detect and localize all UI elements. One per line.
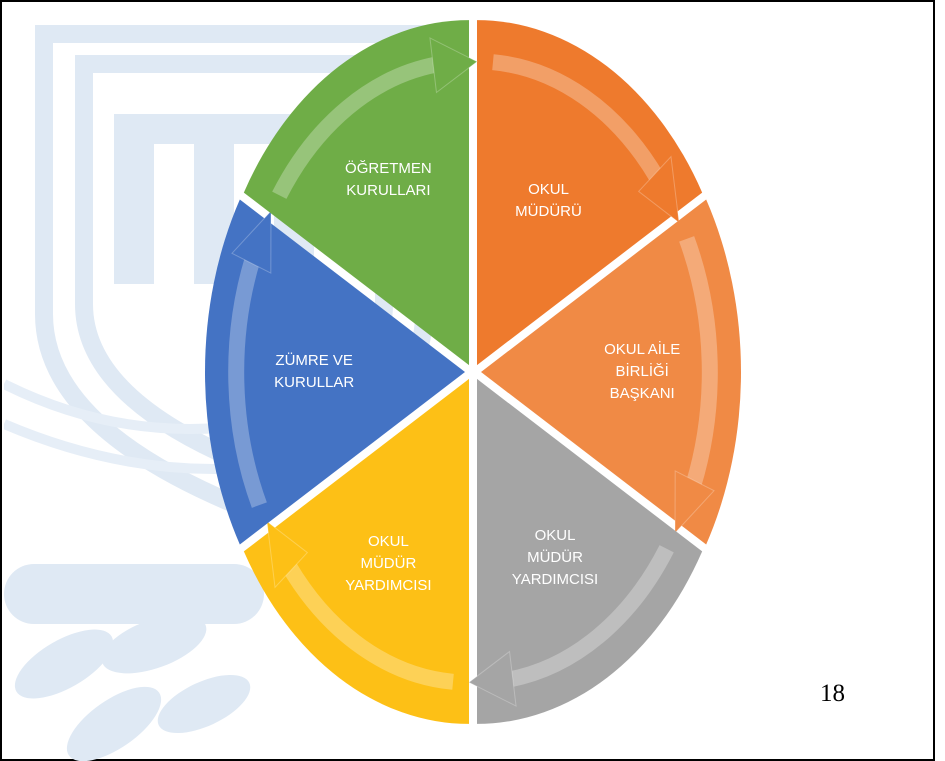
zumre-ve-kurullar-arrow-icon <box>228 255 267 508</box>
okul-mudur-yardimcisi-1-arrowhead-icon <box>468 650 517 707</box>
okul-mudur-yardimcisi-2-segment <box>243 378 469 724</box>
okul-muduru-arrowhead-icon <box>637 155 680 224</box>
zumre-ve-kurullar-segment <box>204 199 465 545</box>
page-number: 18 <box>820 680 845 707</box>
okul-mudur-yardimcisi-1-segment <box>477 378 703 724</box>
ogretmen-kurullari-segment <box>243 20 469 366</box>
okul-muduru-segment <box>477 20 703 366</box>
ogretmen-kurullari-arrowhead-icon <box>429 37 478 94</box>
okul-aile-birligi-baskani-arrow-icon <box>679 236 718 489</box>
zumre-ve-kurullar-arrowhead-icon <box>231 209 272 274</box>
okul-mudur-yardimcisi-2-arrow-icon <box>281 561 454 690</box>
okul-muduru-arrow-icon <box>492 54 665 183</box>
okul-aile-birligi-baskani-arrowhead-icon <box>674 470 715 535</box>
okul-aile-birligi-baskani-segment <box>481 199 741 545</box>
ogretmen-kurullari-arrow-icon <box>272 56 439 199</box>
okul-mudur-yardimcisi-1-arrow-icon <box>507 545 674 688</box>
okul-mudur-yardimcisi-2-arrowhead-icon <box>266 520 309 589</box>
